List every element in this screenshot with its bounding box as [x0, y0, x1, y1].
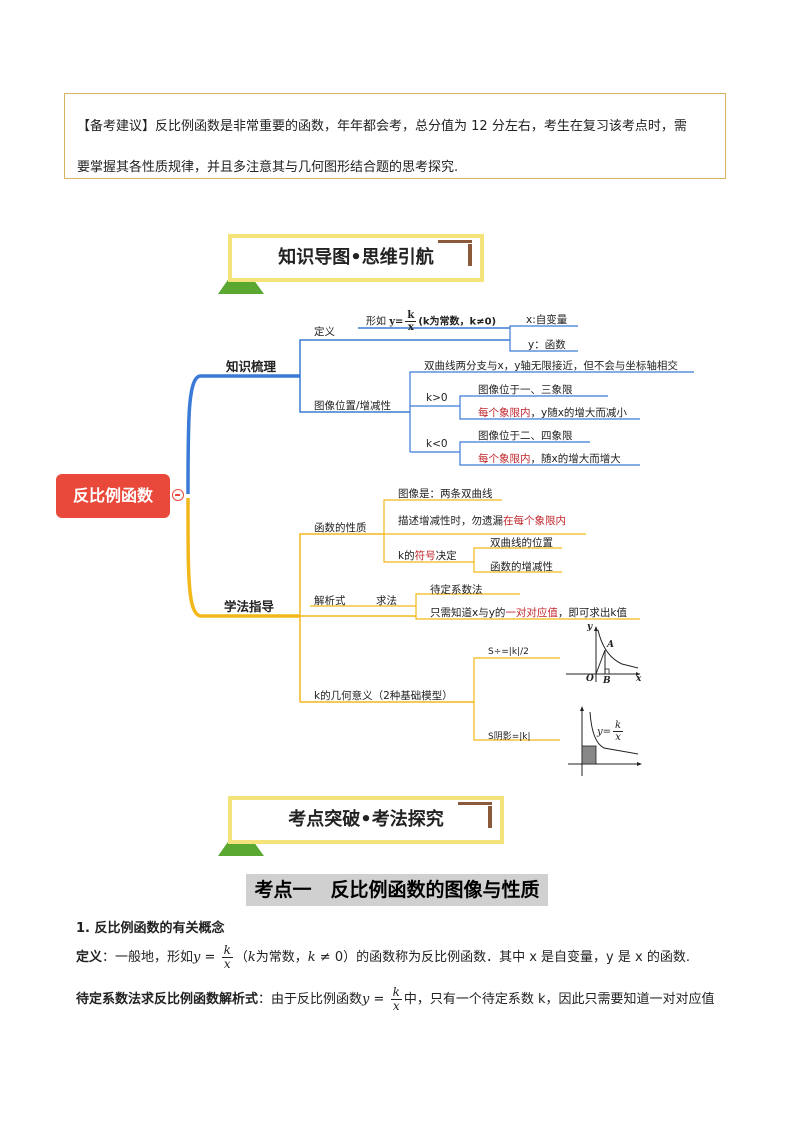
body-heading: 1. 反比例函数的有关概念: [76, 921, 225, 936]
node-kneg-trend: 每个象限内，随x的增大而增大: [478, 453, 621, 465]
banner-decoration-bar: [468, 244, 472, 266]
branch-knowledge: 知识梳理: [226, 359, 277, 374]
branch-method: 学法指导: [224, 599, 275, 614]
node-sign-trend: 函数的增减性: [490, 561, 553, 573]
mindmap-root: 反比例函数: [56, 474, 170, 518]
node-kpos-trend: 每个象限内，y随x的增大而减小: [478, 407, 627, 419]
node-hyperbola: 双曲线两分支与x，y轴无限接近，但不会与坐标轴相交: [424, 360, 678, 372]
fig1-label-a: A: [607, 640, 614, 650]
banner-decoration: [458, 802, 492, 805]
banner-decoration: [438, 240, 472, 243]
triangle-model-figure: [566, 626, 640, 682]
node-kneg-quadrants: 图像位于二、四象限: [478, 430, 573, 442]
node-properties: 函数的性质: [314, 522, 367, 534]
node-solve-undetermined: 待定系数法: [430, 584, 483, 596]
fig1-label-y: y: [587, 622, 593, 632]
node-k-positive: k>0: [426, 392, 448, 404]
node-k-negative: k<0: [426, 438, 448, 450]
section-title: 考点一 反比例函数的图像与性质: [246, 874, 548, 906]
advice-line-2: 要掌握其各性质规律，并且多注意其与几何图形结合题的思考探究.: [77, 160, 459, 175]
node-props-graph: 图像是：两条双曲线: [398, 488, 493, 500]
banner-breakthrough: 考点突破•考法探究: [228, 796, 504, 844]
banner-mindmap: 知识导图•思维引航: [228, 234, 484, 282]
node-solve: 求法: [376, 595, 397, 607]
node-sign-position: 双曲线的位置: [490, 537, 553, 549]
rectangle-model-figure: [568, 706, 642, 776]
node-y-var: y：函数: [528, 339, 566, 351]
node-props-sign: k的符号决定: [398, 550, 457, 562]
node-props-trend: 描述增减性时，勿遗漏在每个象限内: [398, 515, 566, 527]
banner-breakthrough-title: 考点突破•考法探究: [288, 809, 444, 830]
node-definition: 定义: [314, 326, 335, 338]
node-kpos-quadrants: 图像位于一、三象限: [478, 384, 573, 396]
fig1-label-x: x: [636, 674, 642, 684]
node-x-var: x:自变量: [526, 314, 568, 326]
banner-decoration-bar: [488, 806, 492, 828]
advice-box: 【备考建议】反比例函数是非常重要的函数，年年都会考，总分值为 12 分左右，考生…: [64, 93, 726, 179]
node-solve-pair: 只需知道x与y的一对对应值，即可求出k值: [430, 607, 628, 619]
node-position: 图像位置/增减性: [314, 400, 392, 412]
advice-line-1: 【备考建议】反比例函数是非常重要的函数，年年都会考，总分值为 12 分左右，考生…: [77, 119, 687, 134]
collapse-icon[interactable]: [172, 489, 184, 501]
node-geo-rect: S阴影=|k|: [488, 732, 531, 742]
node-analytic: 解析式: [314, 595, 346, 607]
fig1-label-o: O: [586, 674, 594, 684]
node-geometric: k的几何意义（2种基础模型）: [314, 690, 453, 702]
banner-mindmap-title: 知识导图•思维引航: [278, 247, 434, 268]
fig1-label-b: B: [603, 676, 611, 686]
advice-label: 【备考建议】: [77, 119, 156, 134]
mindmap-lines: [186, 325, 694, 741]
node-geo-triangle: S÷=|k|/2: [488, 647, 529, 657]
